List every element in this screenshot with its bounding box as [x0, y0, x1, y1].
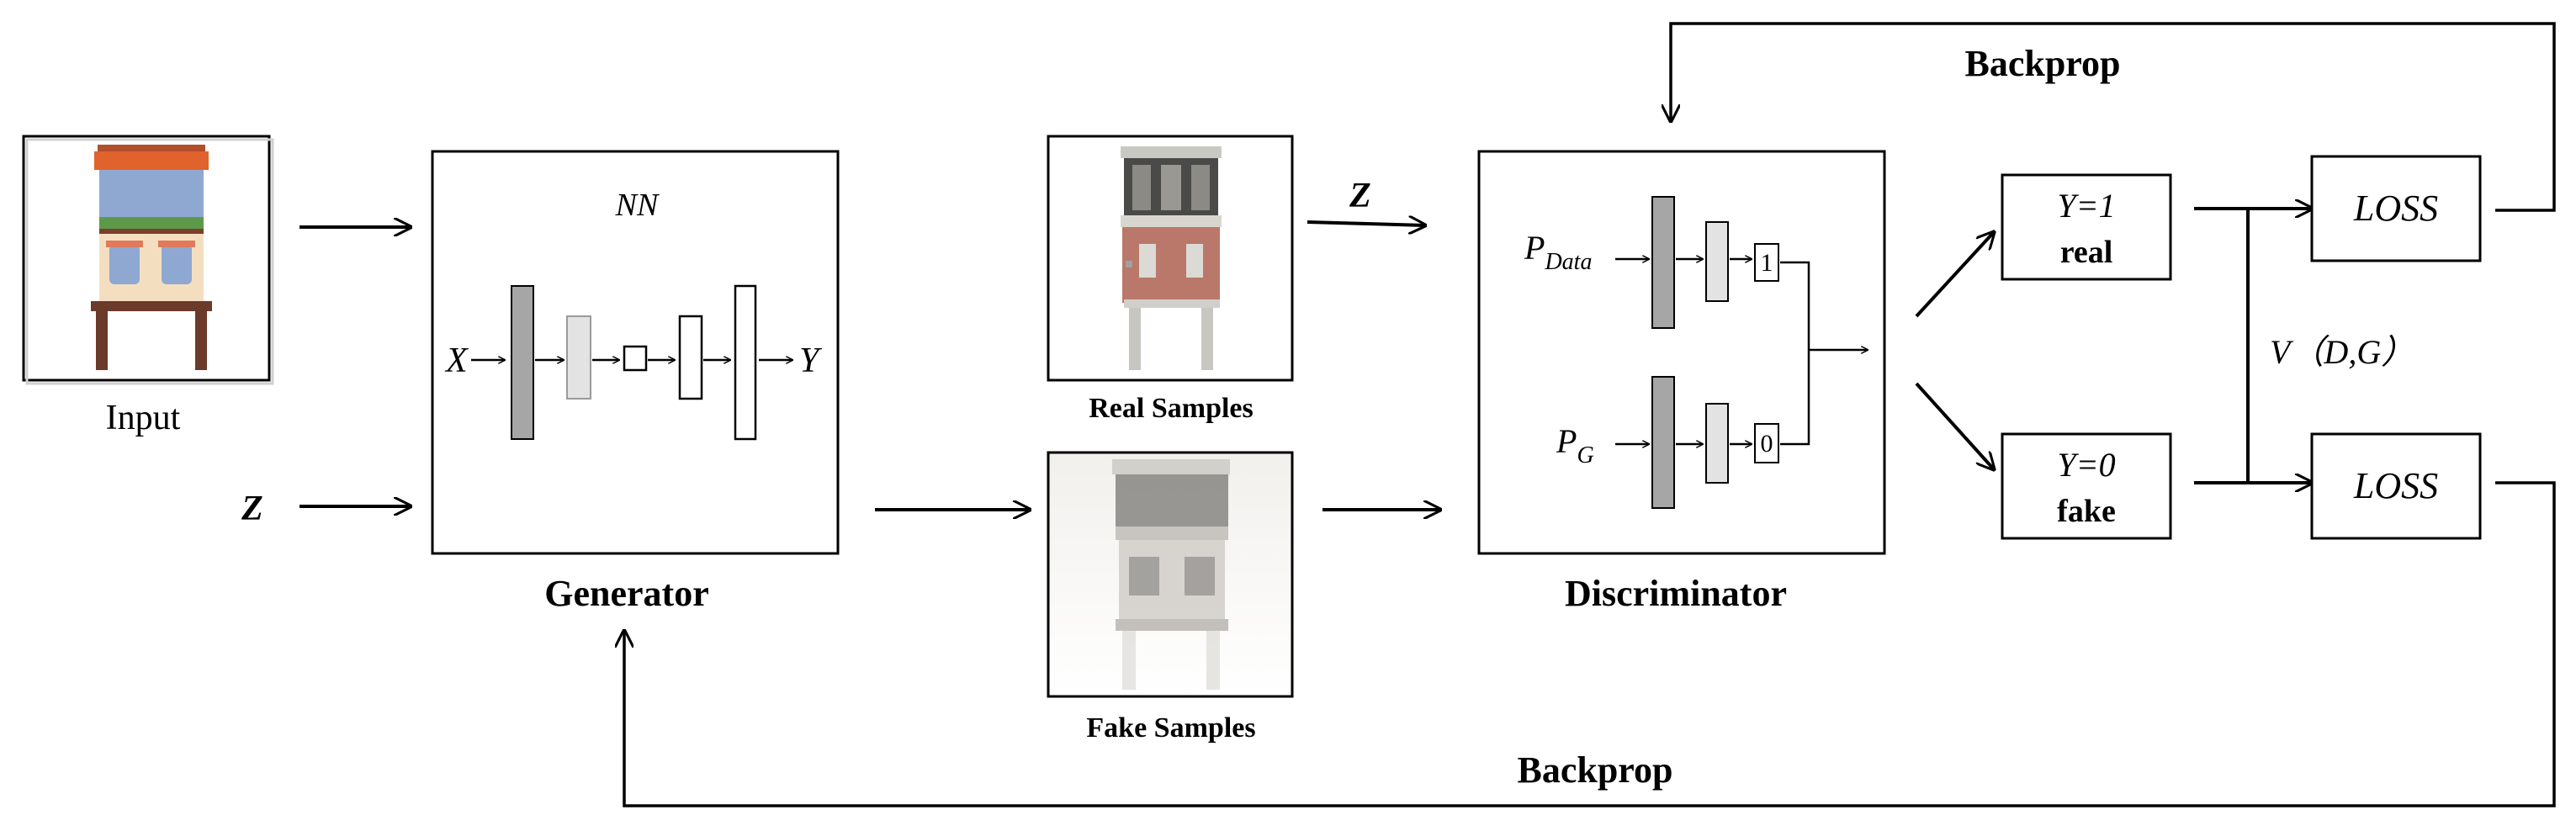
out-fake-node [1754, 423, 1779, 463]
backprop-bottom-label: Backprop [1517, 749, 1672, 791]
discriminator-title: Discriminator [1565, 573, 1787, 614]
input-facade-image [91, 145, 212, 370]
out-real-label: 1 [1761, 249, 1773, 277]
discriminator-layer [1705, 403, 1729, 484]
fake-sample-panel [1047, 451, 1294, 698]
input-label: Input [106, 399, 181, 437]
generator-x-label: X [444, 341, 469, 380]
disc-to-real-arrow [1915, 232, 1994, 318]
real-output-word: real [2060, 235, 2113, 270]
real-to-discriminator-arrow [1307, 222, 1425, 225]
fake-facade-image [1112, 459, 1230, 690]
generator-box: NN X Y [431, 150, 840, 555]
generator-layer [566, 315, 591, 400]
p-g-label: PG [1556, 422, 1594, 468]
backprop-top-path [1671, 22, 2556, 212]
backprop-top-label: Backprop [1964, 43, 2120, 84]
generator-y-label: Y [799, 341, 823, 380]
disc-to-fake-arrow [1915, 382, 1994, 469]
fake-output-box: Y=0 fake [2001, 432, 2172, 540]
real-samples-label: Real Samples [1089, 393, 1254, 424]
fake-output-eq: Y=0 [2057, 446, 2115, 484]
fake-output-word: fake [2057, 494, 2116, 529]
generator-layer [734, 284, 757, 441]
generator-layer [623, 345, 648, 372]
loss-box-real: LOSS [2310, 155, 2482, 262]
out-fake-label: 0 [1761, 430, 1773, 458]
out-real-node [1754, 243, 1779, 282]
real-facade-photo [1121, 146, 1222, 370]
merge-bracket [1780, 261, 1810, 446]
real-output-eq: Y=1 [2057, 187, 2115, 225]
real-output-box: Y=1 real [2001, 173, 2172, 281]
generator-layer [678, 315, 703, 400]
discriminator-box: PData 1 PG 0 [1477, 150, 1886, 555]
loss-box-fake: LOSS [2310, 432, 2482, 540]
input-panel: Input [22, 135, 274, 437]
value-function-label: V（D,G） [2270, 333, 2414, 371]
loss-label-real: LOSS [2353, 188, 2438, 229]
generator-title: Generator [544, 573, 708, 614]
discriminator-layer [1705, 221, 1729, 302]
loss-label-fake: LOSS [2353, 465, 2438, 506]
discriminator-layer [1651, 376, 1675, 509]
discriminator-layer [1651, 196, 1675, 329]
generator-layer [511, 285, 534, 440]
backprop-bottom-path [624, 481, 2556, 807]
nn-label: NN [615, 188, 660, 223]
fake-samples-label: Fake Samples [1086, 712, 1255, 744]
z-label-generator: Z [241, 490, 263, 528]
real-sample-panel [1047, 135, 1294, 382]
z-label-discriminator: Z [1349, 177, 1371, 215]
p-data-label: PData [1524, 229, 1592, 275]
